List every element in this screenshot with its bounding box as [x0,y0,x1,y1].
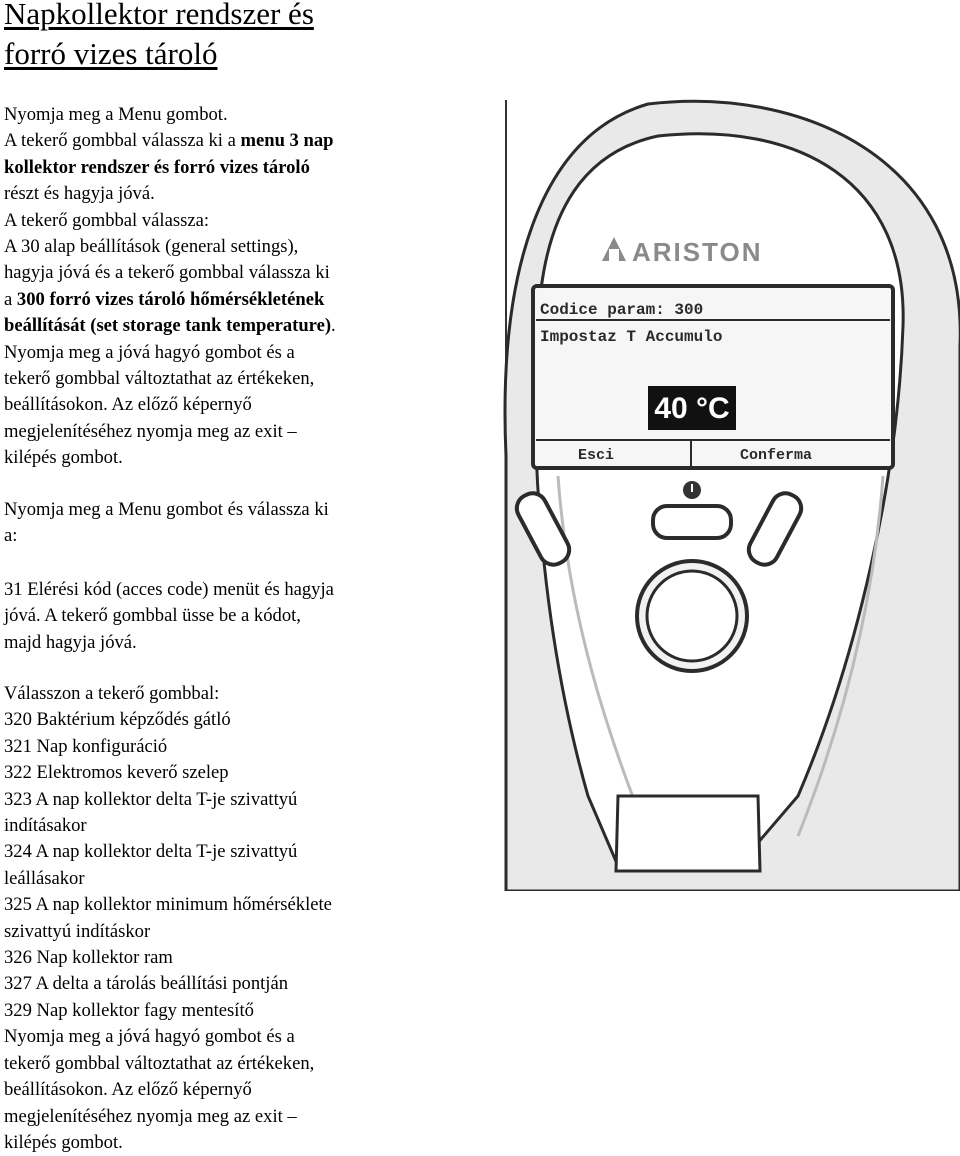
lcd-screen [531,284,895,470]
rotary-knob[interactable] [635,559,749,673]
brand-name: ARISTON [632,237,763,267]
intro-line: A 30 alap beállítások (general settings)… [4,236,299,258]
screen-param-name: Impostaz T Accumulo [540,328,722,346]
screen-value-box [648,386,736,430]
controller-illustration: ARISTON Codice param: 300 Impostaz T Acc… [498,96,960,891]
menu-paragraph: Nyomja meg a Menu gombot és válassza ki … [4,497,434,550]
intro-line: A tekerő gombbal válassza ki a menu 3 na… [4,128,434,154]
list-item: 326 Nap kollektor ram [4,947,173,969]
menu-button[interactable] [651,504,733,540]
intro-line: Nyomja meg a Menu gombot. [4,104,228,125]
list-item: 320 Baktérium képződés gátló [4,709,231,731]
list-item: 325 A nap kollektor minimum hőmérséklete [4,894,332,916]
list-item: megjelenítéséhez nyomja meg az exit – [4,1105,297,1127]
access-line: jóvá. A tekerő gombbal üsse be a kódot, [4,605,301,627]
intro-line: A tekerő gombbal válassza: [4,209,209,231]
list-item: tekerő gombbal változtathat az értékeken… [4,1052,315,1074]
intro-bold: menu 3 nap [240,130,334,152]
title-line-2: forró vizes tároló [4,36,218,71]
right-softkey-button[interactable] [744,488,806,569]
parameter-list: Válasszon a tekerő gombbal: 320 Baktériu… [4,681,434,1156]
access-line: 31 Elérési kód (acces code) menüt és hag… [4,579,334,600]
access-line: majd hagyja jóvá. [4,631,137,653]
parameter-list-heading: Válasszon a tekerő gombbal: [4,683,220,704]
softkey-left-label: Esci [578,447,614,464]
intro-line: részt és hagyja jóvá. [4,183,155,205]
intro-paragraph: Nyomja meg a Menu gombot. A tekerő gombb… [4,102,434,472]
intro-line: tekerő gombbal változtathat az értékeken… [4,368,315,390]
intro-line: kollektor rendszer és forró vizes tároló [4,155,434,181]
list-item: indításakor [4,815,87,837]
list-item: 327 A delta a tárolás beállítási pontján [4,973,288,995]
intro-line: beállításokon. Az előző képernyő [4,394,252,416]
face-shading [796,475,885,837]
intro-line: megjelenítéséhez nyomja meg az exit – [4,420,297,442]
menu-line: a: [4,525,18,547]
list-item: 323 A nap kollektor delta T-je szivattyú [4,788,298,810]
list-item: Nyomja meg a jóvá hagyó gombot és a [4,1026,295,1048]
list-item: 321 Nap konfiguráció [4,735,168,757]
intro-line: kilépés gombot. [4,447,123,469]
bottom-cover [614,794,762,873]
intro-bold: kollektor rendszer és forró vizes tároló [4,156,310,178]
intro-bold: 300 forró vizes tároló hőmérsékletének [16,288,325,310]
screen-param-code: Codice param: 300 [540,301,703,319]
list-item: 322 Elektromos keverő szelep [4,762,229,784]
screen-value: 40 °C [654,392,729,425]
access-code-paragraph: 31 Elérési kód (acces code) menüt és hag… [4,577,434,656]
power-icon[interactable] [683,481,701,499]
intro-line: a 300 forró vizes tároló hőmérsékletének [4,287,434,313]
list-item: leállásakor [4,867,85,889]
intro-line: beállítását (set storage tank temperatur… [4,313,434,339]
intro-text: a [4,288,17,310]
page-title: Napkollektor rendszer és forró vizes tár… [4,0,314,74]
list-item: szivattyú indításkor [4,920,151,942]
left-softkey-button[interactable] [512,488,574,569]
list-item: 329 Nap kollektor fagy mentesítő [4,999,254,1021]
intro-line: hagyja jóvá és a tekerő gombbal válassza… [4,262,330,284]
ariston-logo-icon [602,237,626,261]
title-line-1: Napkollektor rendszer és [4,0,314,31]
intro-line: Nyomja meg a jóvá hagyó gombot és a [4,341,295,363]
list-item: 324 A nap kollektor delta T-je szivattyú [4,841,298,863]
intro-text: . [331,315,336,337]
list-item: kilépés gombot. [4,1131,123,1153]
intro-text: A tekerő gombbal válassza ki a [4,130,241,152]
intro-bold: beállítását (set storage tank temperatur… [4,315,332,337]
menu-line: Nyomja meg a Menu gombot és válassza ki [4,499,329,520]
list-item: beállításokon. Az előző képernyő [4,1079,252,1101]
softkey-right-label: Conferma [740,447,812,464]
